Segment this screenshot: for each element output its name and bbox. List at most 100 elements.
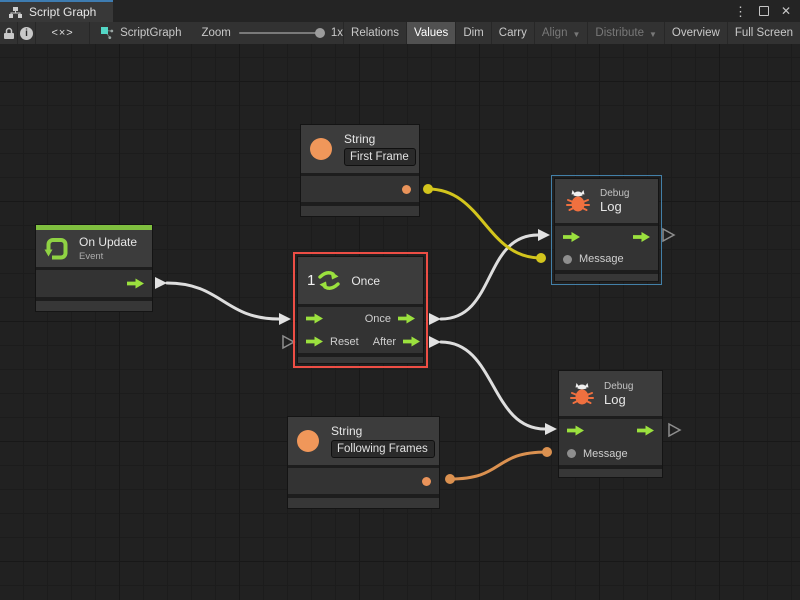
open-port-triangle-log-bottom-flow-out[interactable] — [668, 422, 682, 438]
zoom-label: Zoom — [201, 27, 231, 39]
node-string-first-frame[interactable]: String — [300, 124, 420, 217]
wire-string-to-message-bottom[interactable] — [448, 450, 549, 481]
node-footer — [301, 206, 419, 216]
close-icon[interactable]: ✕ — [780, 4, 791, 18]
flow-output-port[interactable] — [127, 278, 144, 289]
window-controls: ⋮ ✕ — [734, 0, 800, 22]
node-title: Once — [351, 273, 381, 288]
selection-outline-once: 1 Once Once Reset — [293, 252, 428, 368]
node-footer — [36, 301, 152, 311]
string-output-port[interactable] — [422, 476, 431, 486]
maximize-icon[interactable] — [758, 6, 769, 16]
string-value-input[interactable] — [331, 440, 435, 458]
bug-icon — [570, 382, 594, 404]
distribute-button[interactable]: Distribute ▼ — [588, 22, 665, 44]
title-bar: Script Graph ⋮ ✕ — [0, 0, 800, 22]
node-title: Log — [600, 199, 622, 214]
message-input-port[interactable] — [563, 254, 572, 264]
node-once[interactable]: 1 Once Once Reset — [297, 256, 424, 364]
open-port-triangle-once-reset-input[interactable] — [282, 334, 296, 350]
chevron-down-icon: ▼ — [648, 29, 657, 39]
node-subtitle: Event — [79, 251, 104, 262]
flow-input-port[interactable] — [563, 231, 580, 243]
window-menu-icon[interactable]: ⋮ — [733, 3, 747, 19]
node-debug-log-bottom[interactable]: Debug Log Message — [558, 370, 663, 478]
port-label-message: Message — [583, 447, 628, 460]
port-label-message: Message — [579, 253, 624, 265]
graph-tab-icon — [9, 6, 22, 18]
node-title: Log — [604, 391, 626, 407]
inspect-button[interactable]: i — [18, 22, 37, 44]
once-output-port[interactable] — [398, 313, 415, 324]
overview-button[interactable]: Overview — [665, 22, 728, 44]
tab-script-graph[interactable]: Script Graph — [0, 0, 113, 22]
node-footer — [288, 498, 439, 508]
zoom-value: 1x — [330, 27, 344, 39]
graph-canvas[interactable]: String On Update Event — [0, 44, 800, 600]
lock-button[interactable] — [0, 22, 19, 44]
port-label-reset: Reset — [330, 335, 359, 348]
breadcrumb-label: ScriptGraph — [120, 27, 182, 39]
flow-input-port[interactable] — [306, 313, 323, 324]
carry-button[interactable]: Carry — [492, 22, 535, 44]
full-screen-button[interactable]: Full Screen — [734, 27, 793, 39]
info-icon: i — [20, 26, 34, 40]
string-output-port[interactable] — [402, 184, 411, 194]
wire-on-update-to-once[interactable] — [165, 281, 281, 321]
string-value-input[interactable] — [344, 148, 416, 166]
relations-button[interactable]: Relations — [343, 22, 407, 44]
tab-title: Script Graph — [29, 5, 97, 19]
wire-endpoint-arrow[interactable] — [538, 229, 550, 241]
breadcrumb[interactable]: ScriptGraph — [90, 22, 191, 44]
zoom-slider[interactable] — [238, 28, 325, 38]
selection-outline-log-top: Debug Log Message — [551, 175, 662, 285]
node-string-following-frames[interactable]: String — [287, 416, 440, 509]
once-cycle-icon — [318, 271, 341, 290]
zoom-slider-handle[interactable] — [314, 28, 325, 38]
align-button[interactable]: Align ▼ — [535, 22, 589, 44]
open-port-triangle-log-top-flow-out[interactable] — [662, 227, 676, 243]
wire-endpoint-dot[interactable] — [542, 447, 552, 457]
wires-layer — [155, 184, 682, 484]
wire-after-to-log-bottom[interactable] — [439, 340, 547, 431]
bug-icon — [566, 190, 590, 212]
dim-button[interactable]: Dim — [456, 22, 492, 44]
node-debug-log-top[interactable]: Debug Log Message — [554, 178, 659, 282]
code-icon: <×> — [51, 27, 74, 39]
wire-once-to-log-top[interactable] — [439, 233, 540, 321]
update-loop-icon — [44, 237, 68, 259]
wire-endpoint-dot[interactable] — [536, 253, 546, 263]
wire-endpoint-arrow[interactable] — [545, 423, 557, 435]
port-label-once: Once — [364, 312, 391, 325]
node-footer — [555, 274, 658, 281]
flow-output-port[interactable] — [633, 231, 650, 243]
wire-endpoint-arrow[interactable] — [429, 313, 441, 325]
node-footer — [559, 469, 662, 477]
toolbar-toggles: Relations Values Dim Carry Align ▼ Distr… — [343, 22, 800, 44]
flow-input-port[interactable] — [567, 425, 584, 436]
string-type-icon — [310, 138, 332, 160]
node-footer — [298, 357, 423, 363]
wire-endpoint-arrow[interactable] — [155, 277, 167, 289]
after-output-port[interactable] — [402, 336, 420, 347]
chevron-down-icon: ▼ — [572, 29, 581, 39]
node-kind: Debug — [600, 188, 630, 199]
message-input-port[interactable] — [567, 449, 576, 458]
reset-input-port[interactable] — [306, 336, 323, 347]
script-graph-icon — [101, 27, 114, 39]
node-on-update[interactable]: On Update Event — [35, 224, 153, 312]
values-button[interactable]: Values — [407, 22, 457, 44]
wire-endpoint-dot[interactable] — [445, 474, 455, 484]
wire-string-to-message-top[interactable] — [426, 187, 543, 260]
wire-endpoint-arrow[interactable] — [429, 336, 441, 348]
wire-endpoint-dot[interactable] — [423, 184, 433, 194]
zoom-control: Zoom 1x — [201, 22, 343, 44]
string-type-icon — [297, 430, 319, 452]
port-label-after: After — [372, 335, 396, 348]
flow-output-port[interactable] — [637, 425, 654, 436]
once-counter: 1 — [307, 272, 316, 289]
graph-toolbar: i <×> ScriptGraph Zoom 1x Relations Valu… — [0, 22, 800, 44]
node-title: On Update — [79, 235, 138, 249]
wire-endpoint-arrow[interactable] — [279, 313, 291, 325]
view-source-button[interactable]: <×> — [36, 22, 91, 44]
